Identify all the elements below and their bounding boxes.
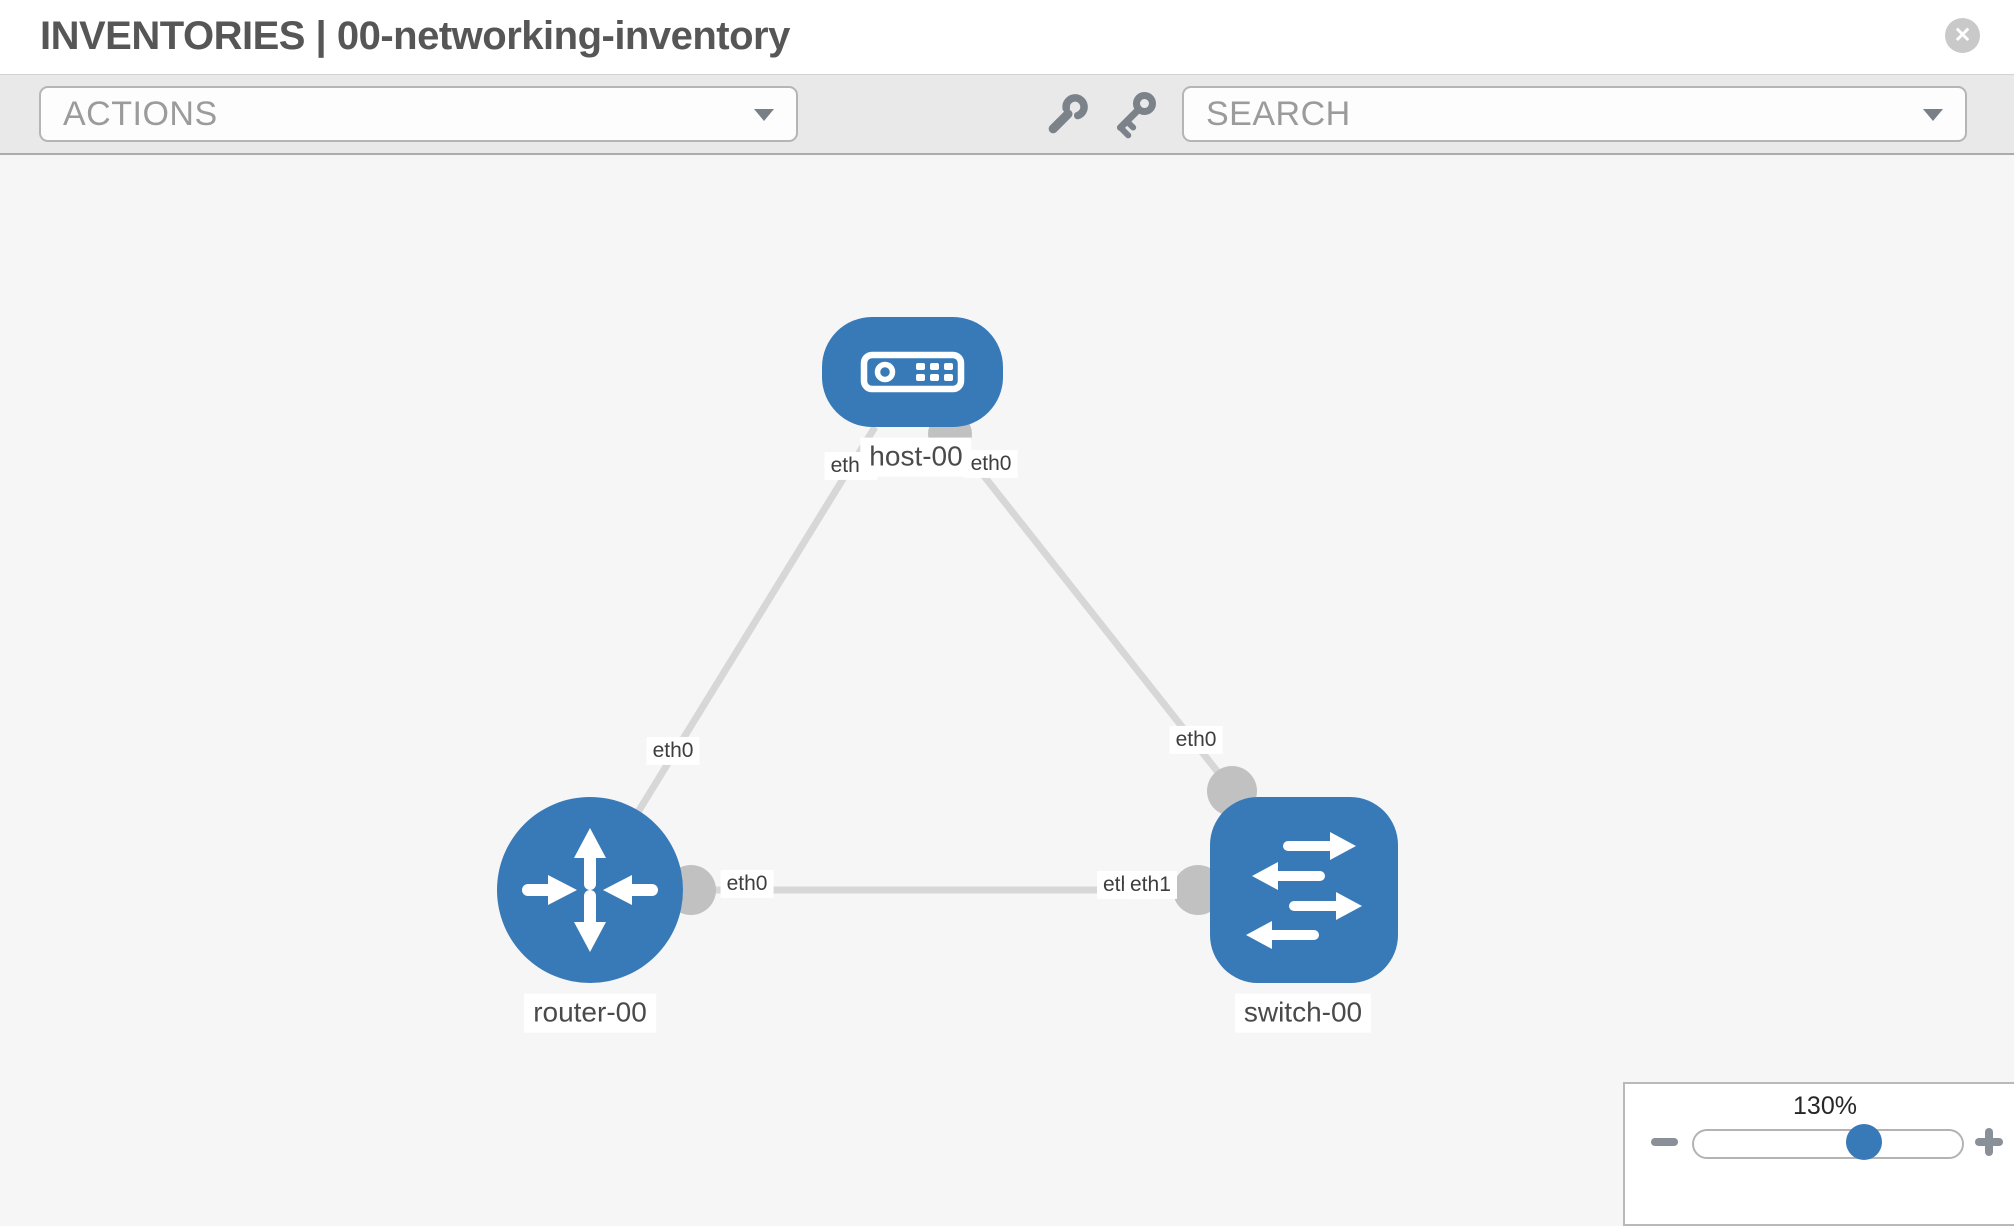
page-title: INVENTORIES | 00-networking-inventory [40, 14, 790, 58]
node-host[interactable] [822, 317, 1003, 427]
interface-ports [666, 412, 1257, 915]
node-label-switch: switch-00 [1234, 993, 1372, 1033]
node-switch[interactable] [1210, 797, 1398, 983]
actions-dropdown[interactable]: ACTIONS [39, 86, 798, 142]
chevron-down-icon [754, 109, 774, 121]
toolbar-icons [1044, 89, 1158, 139]
links [587, 425, 1235, 894]
zoom-control-panel: 130% [1623, 1082, 2014, 1226]
interface-label: eth0 [646, 736, 700, 766]
interface-label: eth1 [1124, 870, 1177, 900]
zoom-percent: 130% [1793, 1092, 1857, 1120]
node-label-host: host-00 [860, 437, 972, 477]
host-icon [860, 351, 965, 393]
zoom-out-icon[interactable] [1651, 1138, 1678, 1146]
key-icon[interactable] [1115, 92, 1158, 139]
chevron-down-icon [1923, 109, 1943, 121]
node-label-router: router-00 [524, 993, 656, 1033]
zoom-slider-thumb[interactable] [1846, 1124, 1882, 1160]
close-icon[interactable]: ✕ [1945, 18, 1980, 53]
search-input[interactable]: SEARCH [1206, 94, 1351, 133]
zoom-in-icon[interactable] [1975, 1128, 2003, 1156]
wrench-icon[interactable] [1044, 89, 1093, 138]
actions-dropdown-label: ACTIONS [63, 94, 218, 133]
topology-canvas[interactable]: eth0 eth0 eth0 eth0 eth0 eth0 eth1 host-… [0, 155, 2014, 1200]
topology-graph [497, 317, 1398, 983]
toolbar: ACTIONS SEARCH [0, 75, 2014, 155]
interface-label: eth0 [964, 449, 1018, 479]
switch-icon [1246, 832, 1362, 949]
zoom-slider-track[interactable] [1692, 1129, 1964, 1159]
interface-label: eth0 [1169, 725, 1223, 755]
node-router[interactable] [497, 797, 683, 983]
search-dropdown[interactable]: SEARCH [1182, 86, 1967, 142]
interface-label: eth0 [720, 869, 774, 899]
router-icon [522, 828, 658, 952]
window-header: INVENTORIES | 00-networking-inventory ✕ [0, 0, 2014, 75]
